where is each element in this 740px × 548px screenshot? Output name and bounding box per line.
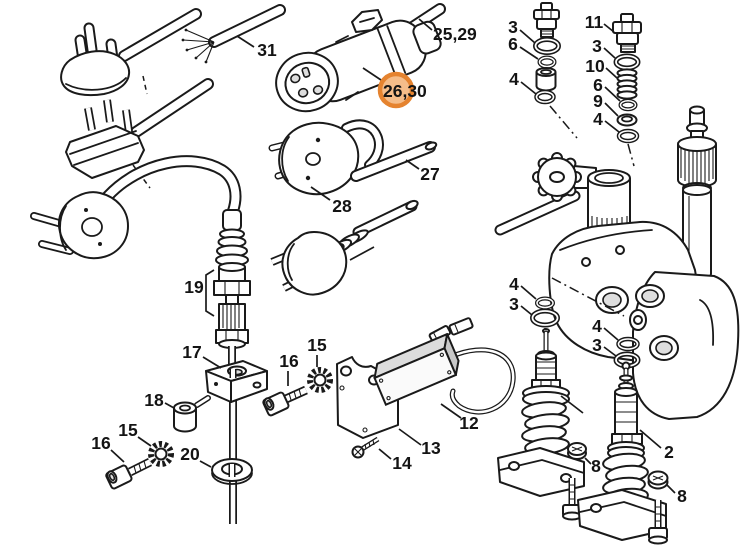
part-label-11[interactable]: 11 bbox=[585, 12, 604, 32]
part-label-31[interactable]: 31 bbox=[257, 40, 277, 60]
plug-schuko-28 bbox=[268, 119, 384, 196]
part-label-14[interactable]: 14 bbox=[392, 453, 412, 473]
valve-kit-a bbox=[533, 2, 578, 139]
callout-17[interactable]: 17 bbox=[182, 342, 222, 369]
callout-20[interactable]: 20 bbox=[180, 444, 212, 468]
socket-screw-left bbox=[105, 457, 153, 490]
part-label-20[interactable]: 20 bbox=[180, 444, 200, 464]
plug-uk bbox=[65, 78, 214, 189]
regulator-knob bbox=[532, 152, 582, 202]
callout-11[interactable]: 11 bbox=[585, 12, 615, 33]
suppressor-module bbox=[373, 317, 516, 415]
callout-25-29[interactable]: 25,29 bbox=[418, 18, 477, 44]
callout-4-a[interactable]: 4 bbox=[509, 69, 537, 95]
callout-6-a[interactable]: 6 bbox=[508, 34, 539, 60]
callout-19[interactable]: 19 bbox=[184, 269, 215, 317]
lock-washer-left bbox=[148, 441, 174, 467]
callout-4-mid[interactable]: 4 bbox=[592, 316, 619, 341]
clamp-knob bbox=[173, 395, 211, 433]
valve-spring-assembly-right bbox=[577, 361, 669, 545]
part-label-6-b[interactable]: 6 bbox=[593, 75, 603, 95]
callout-15-mid[interactable]: 15 bbox=[307, 335, 327, 367]
callout-15-left[interactable]: 15 bbox=[118, 420, 152, 447]
part-label-15-left[interactable]: 15 bbox=[118, 420, 138, 440]
part-label-15-mid[interactable]: 15 bbox=[307, 335, 327, 355]
plug-schuko-cord bbox=[30, 155, 242, 260]
part-label-28[interactable]: 28 bbox=[332, 196, 352, 216]
highlight-circle[interactable] bbox=[377, 71, 415, 109]
plug-australian bbox=[270, 199, 419, 296]
callout-18[interactable]: 18 bbox=[144, 390, 175, 410]
callout-16-mid[interactable]: 16 bbox=[279, 351, 299, 386]
callout-31[interactable]: 31 bbox=[236, 35, 277, 60]
part-label-18[interactable]: 18 bbox=[144, 390, 164, 410]
lock-washer-mid bbox=[307, 367, 333, 393]
callout-9[interactable]: 9 bbox=[593, 91, 619, 117]
part-label-25-29[interactable]: 25,29 bbox=[433, 24, 477, 44]
part-label-16-left[interactable]: 16 bbox=[91, 433, 111, 453]
part-label-4-left[interactable]: 4 bbox=[509, 274, 519, 294]
valve-kit-b bbox=[612, 13, 642, 167]
callout-8-right[interactable]: 8 bbox=[666, 484, 687, 506]
part-label-13[interactable]: 13 bbox=[421, 438, 441, 458]
valve-spring-assembly-left bbox=[497, 328, 587, 521]
part-label-27[interactable]: 27 bbox=[420, 164, 439, 184]
part-label-16-mid[interactable]: 16 bbox=[279, 351, 299, 371]
callout-8-left[interactable]: 8 bbox=[584, 456, 601, 476]
callout-10[interactable]: 10 bbox=[585, 56, 618, 79]
callout-28[interactable]: 28 bbox=[310, 186, 352, 216]
part-label-19[interactable]: 19 bbox=[184, 277, 204, 297]
cable-27 bbox=[350, 141, 438, 182]
plug-round-pin bbox=[60, 8, 202, 97]
callout-2[interactable]: 2 bbox=[639, 429, 674, 462]
oring-pair-left bbox=[530, 296, 560, 328]
callout-3-left[interactable]: 3 bbox=[509, 294, 533, 316]
part-label-3-left[interactable]: 3 bbox=[509, 294, 519, 314]
part-label-6-a[interactable]: 6 bbox=[508, 34, 518, 54]
part-label-4-mid[interactable]: 4 bbox=[592, 316, 602, 336]
part-label-3-a[interactable]: 3 bbox=[508, 17, 518, 37]
socket-screw-mid bbox=[262, 385, 308, 417]
callout-26-30-highlighted[interactable]: 26,30 bbox=[362, 67, 427, 109]
pump-manifold bbox=[494, 105, 740, 420]
callout-27[interactable]: 27 bbox=[405, 159, 440, 184]
callout-3-b[interactable]: 3 bbox=[592, 36, 616, 59]
tube-bracket bbox=[205, 360, 268, 403]
part-label-3-mid[interactable]: 3 bbox=[592, 335, 602, 355]
part-label-4-b[interactable]: 4 bbox=[593, 109, 603, 129]
support-ring bbox=[211, 458, 253, 485]
callout-4-b[interactable]: 4 bbox=[593, 109, 620, 133]
callout-4-left[interactable]: 4 bbox=[509, 274, 537, 300]
part-label-4-a[interactable]: 4 bbox=[509, 69, 519, 89]
part-label-2[interactable]: 2 bbox=[664, 442, 674, 462]
part-label-8-left[interactable]: 8 bbox=[591, 456, 601, 476]
callout-13[interactable]: 13 bbox=[398, 428, 441, 458]
part-label-12[interactable]: 12 bbox=[459, 413, 479, 433]
part-label-9[interactable]: 9 bbox=[593, 91, 603, 111]
stripped-cable bbox=[181, 4, 286, 64]
cee-plug bbox=[275, 3, 446, 113]
part-label-10[interactable]: 10 bbox=[585, 56, 605, 76]
part-label-26-30[interactable]: 26,30 bbox=[383, 81, 427, 101]
assembly-axis-line bbox=[551, 277, 625, 317]
callout-6-b[interactable]: 6 bbox=[593, 75, 621, 102]
callout-3-a[interactable]: 3 bbox=[508, 17, 536, 44]
callout-3-mid[interactable]: 3 bbox=[592, 335, 617, 357]
callout-16-left[interactable]: 16 bbox=[91, 433, 125, 463]
part-label-3-b[interactable]: 3 bbox=[592, 36, 602, 56]
callout-14[interactable]: 14 bbox=[378, 448, 412, 473]
callout-12[interactable]: 12 bbox=[440, 403, 479, 433]
part-label-17[interactable]: 17 bbox=[182, 342, 201, 362]
cord-grommet-stack bbox=[213, 209, 251, 349]
part-label-8-right[interactable]: 8 bbox=[677, 486, 687, 506]
small-screw bbox=[351, 436, 380, 459]
